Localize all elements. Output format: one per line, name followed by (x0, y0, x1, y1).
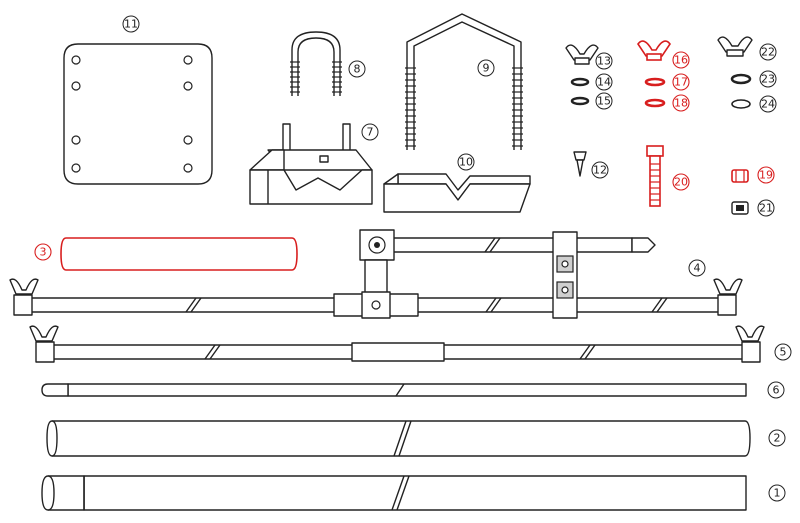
label-18: 18 (672, 94, 690, 112)
svg-text:8: 8 (354, 63, 361, 76)
label-10: 10 (457, 153, 475, 171)
svg-text:1: 1 (774, 487, 781, 500)
label-11: 11 (122, 15, 140, 33)
label-22: 22 (759, 43, 777, 61)
svg-text:13: 13 (597, 55, 611, 68)
svg-text:20: 20 (674, 176, 688, 189)
svg-text:3: 3 (40, 246, 47, 259)
label-15: 15 (595, 92, 613, 110)
label-21: 21 (757, 199, 775, 217)
svg-text:14: 14 (597, 76, 611, 89)
svg-text:22: 22 (761, 46, 775, 59)
svg-text:12: 12 (593, 164, 607, 177)
svg-text:23: 23 (761, 73, 775, 86)
part-2-large-tube (46, 420, 751, 457)
svg-text:9: 9 (483, 62, 490, 75)
svg-text:18: 18 (674, 97, 688, 110)
label-24: 24 (759, 95, 777, 113)
label-1: 1 (768, 484, 786, 502)
part-20-bolt-red (646, 145, 664, 207)
part-1-large-tube-capped (41, 475, 747, 511)
label-23: 23 (759, 70, 777, 88)
label-12: 12 (591, 161, 609, 179)
part-7-v-block (249, 123, 373, 205)
label-19: 19 (757, 166, 775, 184)
part-6-thin-rod (41, 383, 747, 397)
svg-text:7: 7 (367, 126, 374, 139)
part-15-lock-washer (570, 96, 590, 106)
part-10-v-bracket (383, 173, 531, 213)
part-8-small-u-bolt (290, 31, 342, 96)
part-22-wing-nut (717, 36, 753, 57)
svg-text:17: 17 (674, 76, 688, 89)
svg-text:21: 21 (759, 202, 773, 215)
svg-text:6: 6 (773, 384, 780, 397)
label-2: 2 (768, 429, 786, 447)
svg-text:2: 2 (774, 432, 781, 445)
label-4: 4 (688, 259, 706, 277)
part-17-washer-red (644, 77, 666, 87)
svg-text:5: 5 (780, 346, 787, 359)
label-20: 20 (672, 173, 690, 191)
label-14: 14 (595, 73, 613, 91)
part-14-washer (570, 77, 590, 87)
part-12-small-screw (573, 151, 587, 177)
label-17: 17 (672, 73, 690, 91)
label-16: 16 (672, 51, 690, 69)
part-13-wing-nut (565, 44, 599, 65)
svg-text:19: 19 (759, 169, 773, 182)
part-23-washer (730, 73, 752, 85)
part-19-nut-red (731, 169, 749, 183)
svg-text:10: 10 (459, 156, 473, 169)
svg-text:11: 11 (124, 18, 138, 31)
label-13: 13 (595, 52, 613, 70)
part-24-washer (731, 99, 751, 109)
part-4-cross-arm-assembly (9, 229, 743, 319)
label-9: 9 (477, 59, 495, 77)
part-9-large-u-bolt (405, 13, 523, 150)
part-16-wing-nut-red (637, 40, 671, 61)
part-21-nut (731, 201, 749, 215)
svg-text:15: 15 (597, 95, 611, 108)
part-11-mounting-plate (63, 43, 213, 185)
svg-text:4: 4 (694, 262, 701, 275)
part-18-lock-washer-red (644, 98, 666, 108)
label-8: 8 (348, 60, 366, 78)
label-5: 5 (774, 343, 792, 361)
svg-text:24: 24 (761, 98, 775, 111)
label-7: 7 (361, 123, 379, 141)
part-3-short-tube-red (60, 237, 298, 271)
svg-text:16: 16 (674, 54, 688, 67)
label-6: 6 (767, 381, 785, 399)
part-5-rod (29, 325, 765, 363)
label-3: 3 (34, 243, 52, 261)
